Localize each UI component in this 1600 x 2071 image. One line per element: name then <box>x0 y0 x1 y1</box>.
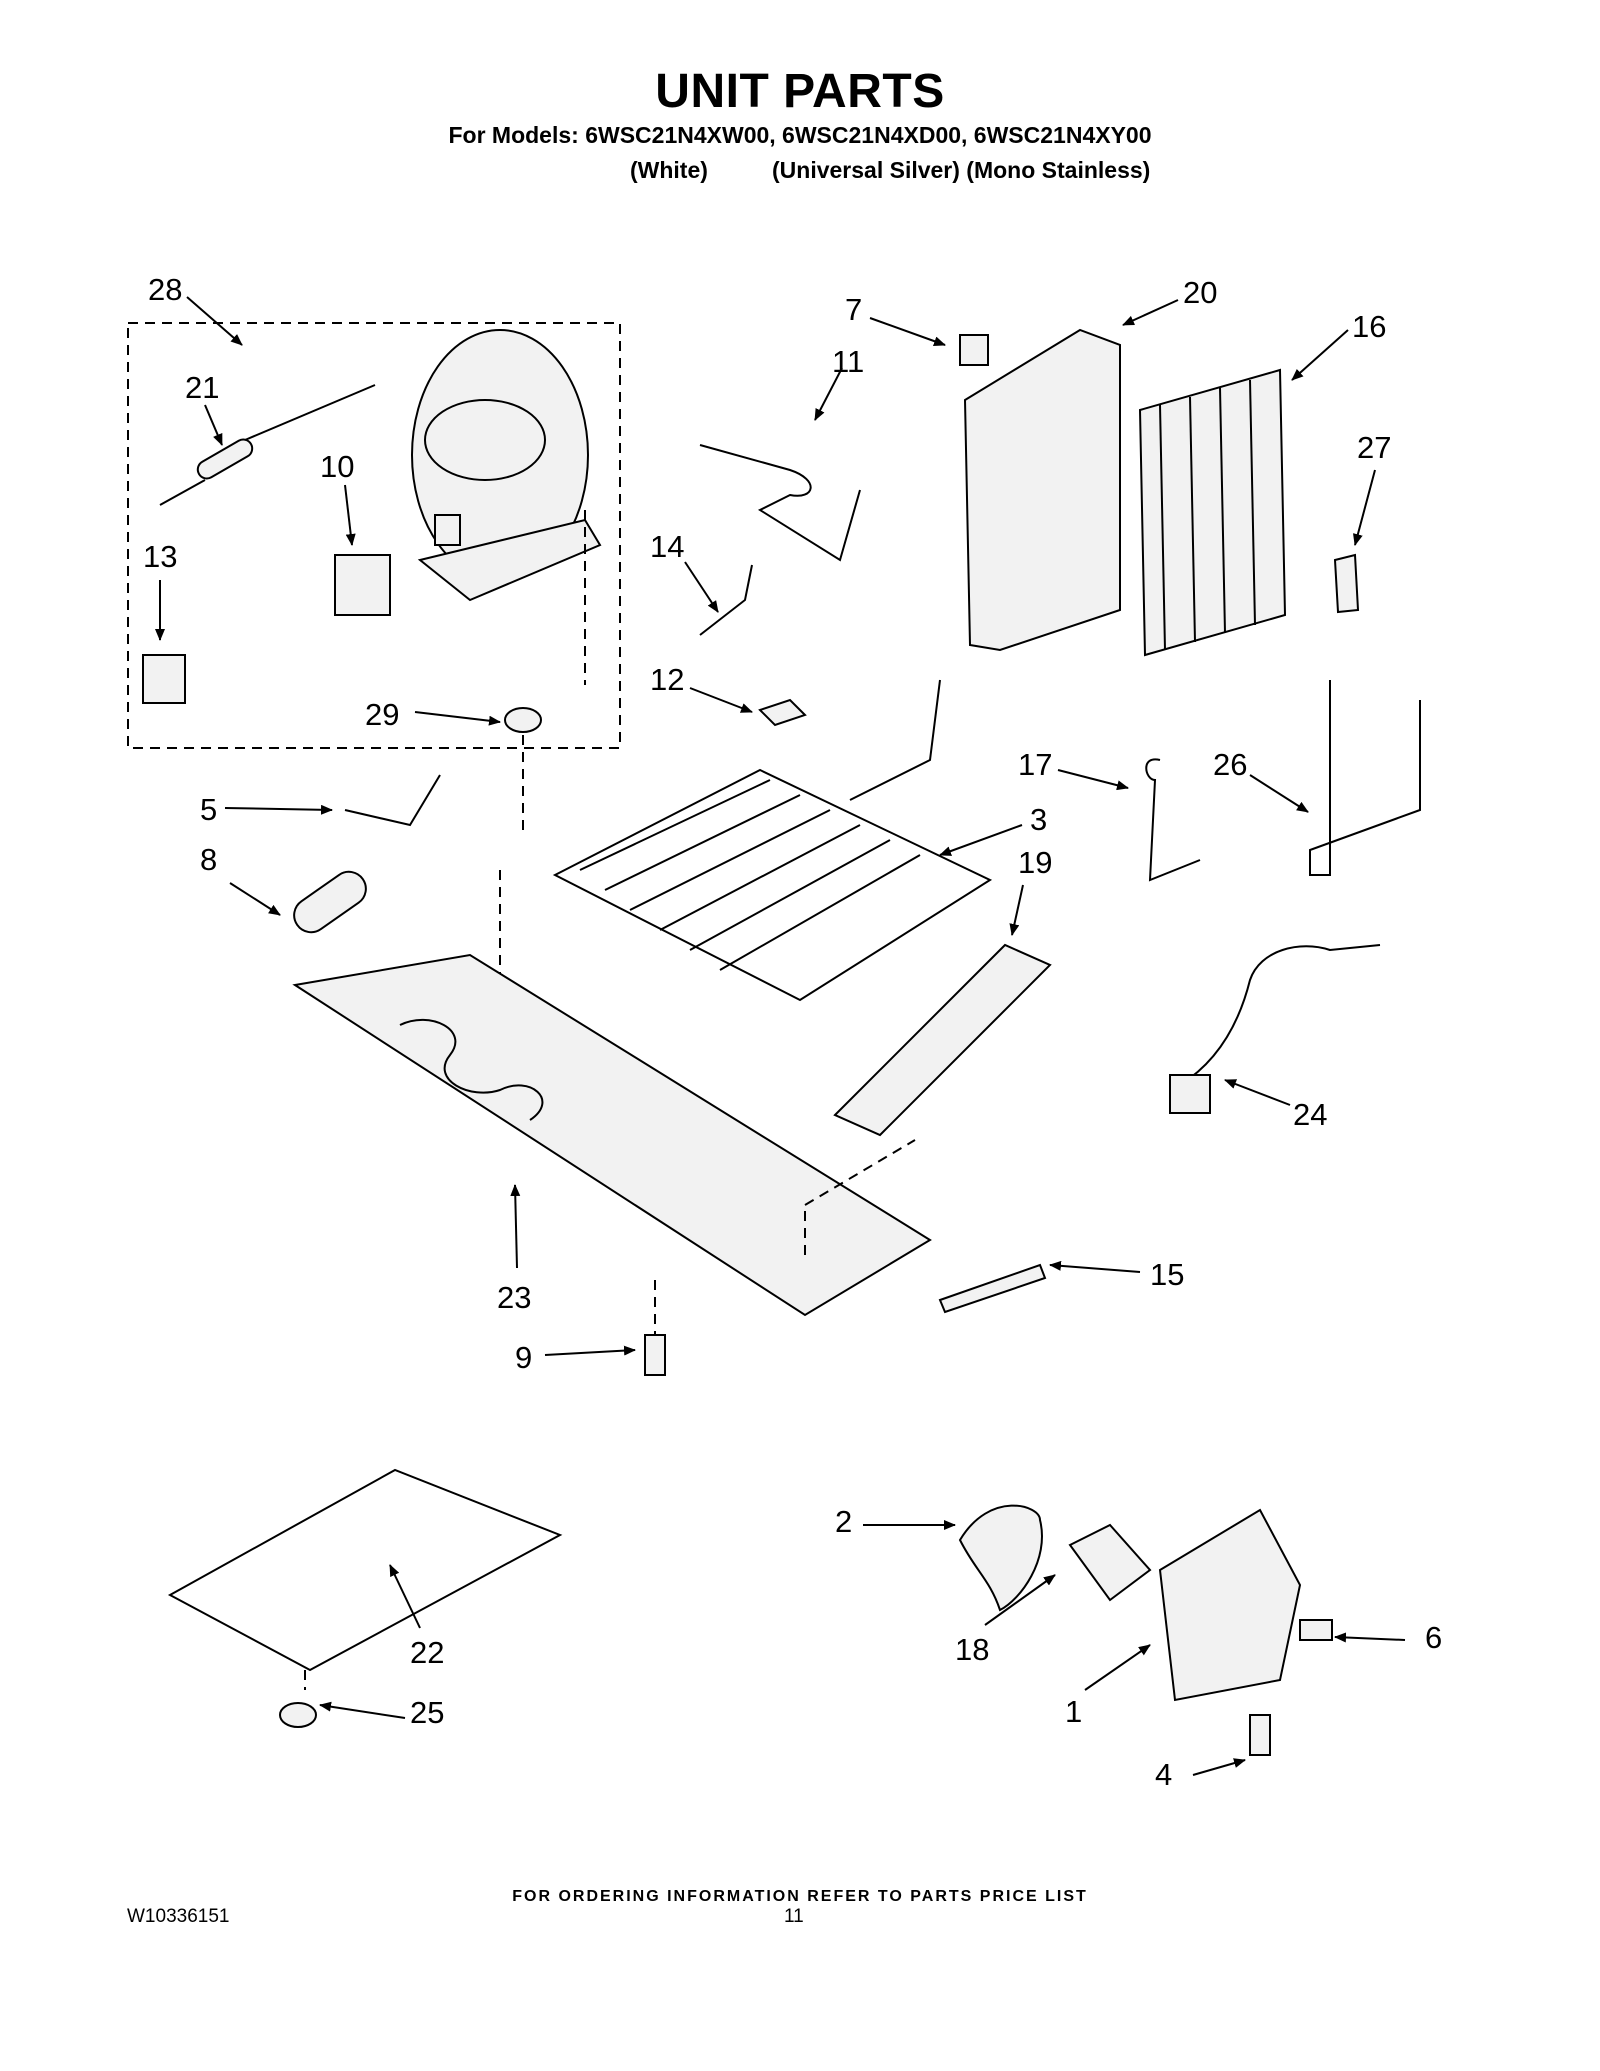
leader-28 <box>186 296 243 346</box>
callout-7: 7 <box>845 292 862 327</box>
leader-16 <box>1291 329 1349 381</box>
callout-25: 25 <box>410 1695 444 1730</box>
color-label-silver-stainless: (Universal Silver) (Mono Stainless) <box>772 157 1151 183</box>
leader-23 <box>510 1184 521 1269</box>
callout-2: 2 <box>835 1504 852 1539</box>
fan-shroud-illustration <box>1158 1508 1302 1702</box>
wire-5-illustration <box>344 774 441 827</box>
callout-29: 29 <box>365 697 399 732</box>
clip-27-illustration <box>1333 553 1360 614</box>
document-number: W10336151 <box>127 1906 230 1927</box>
callout-17: 17 <box>1018 747 1052 782</box>
callout-8: 8 <box>200 842 217 877</box>
callout-20: 20 <box>1183 275 1217 310</box>
callout-16: 16 <box>1352 309 1386 344</box>
base-plate-illustration <box>292 953 932 1317</box>
leader-15 <box>1049 1260 1141 1273</box>
callout-3: 3 <box>1030 802 1047 837</box>
callout-11: 11 <box>832 344 864 379</box>
screw-6-illustration <box>1299 1619 1333 1641</box>
color-label-white: (White) <box>630 157 708 183</box>
callout-28: 28 <box>148 272 182 307</box>
evaporator-illustration <box>1138 368 1287 657</box>
drain-pan-illustration <box>833 943 1052 1137</box>
callout-9: 9 <box>515 1340 532 1375</box>
models-line: For Models: 6WSC21N4XW00, 6WSC21N4XD00, … <box>448 122 1152 148</box>
evaporator-cover-illustration <box>963 328 1121 652</box>
callout-27: 27 <box>1357 430 1391 465</box>
start-device-illustration <box>334 554 391 616</box>
filter-drier-illustration <box>159 384 376 506</box>
leader-27 <box>1353 469 1376 546</box>
leader-29 <box>414 711 501 726</box>
clip-12-illustration <box>758 698 807 727</box>
leader-10 <box>344 484 356 546</box>
overload-illustration <box>142 654 186 704</box>
screw-9-illustration <box>644 1334 666 1376</box>
leader-21 <box>204 404 223 446</box>
leader-5 <box>224 804 333 815</box>
leader-9 <box>544 1345 636 1356</box>
tube-14-illustration <box>699 564 753 636</box>
callout-21: 21 <box>185 370 219 405</box>
callout-24: 24 <box>1293 1097 1327 1132</box>
leader-4 <box>1192 1758 1246 1776</box>
leader-26 <box>1249 774 1309 813</box>
callout-6: 6 <box>1425 1620 1442 1655</box>
callout-1: 1 <box>1065 1694 1082 1729</box>
leader-25 <box>319 1701 406 1719</box>
leader-3 <box>939 824 1023 856</box>
compressor-kit-boundary <box>127 322 621 749</box>
leader-1 <box>1084 1644 1151 1691</box>
compressor-illustration <box>411 329 602 602</box>
callout-13: 13 <box>143 539 177 574</box>
fan-motor-illustration <box>1068 1523 1152 1602</box>
callout-26: 26 <box>1213 747 1247 782</box>
leader-8 <box>229 882 281 916</box>
ordering-note: FOR ORDERING INFORMATION REFER TO PARTS … <box>512 1888 1088 1905</box>
cable-tie-illustration <box>938 1263 1047 1314</box>
grommet-illustration <box>504 707 542 733</box>
leader-24 <box>1224 1079 1291 1106</box>
hanger-17-illustration <box>1145 758 1201 882</box>
screw-4-illustration <box>1249 1714 1271 1756</box>
callout-19: 19 <box>1018 845 1052 880</box>
tube-11-illustration <box>699 444 861 562</box>
leader-17 <box>1057 769 1129 791</box>
callout-10: 10 <box>320 449 354 484</box>
plug-illustration <box>1169 1074 1211 1114</box>
callout-22: 22 <box>410 1635 444 1670</box>
leader-12 <box>689 687 753 713</box>
condenser-illustration <box>552 679 993 1002</box>
leader-19 <box>1009 884 1024 936</box>
callout-15: 15 <box>1150 1257 1184 1292</box>
clip-7-illustration <box>959 334 989 366</box>
page-title: UNIT PARTS <box>655 65 945 118</box>
leader-20 <box>1122 299 1179 326</box>
callout-14: 14 <box>650 529 684 564</box>
page-number: 11 <box>784 1906 804 1927</box>
insulation-tube-illustration <box>293 870 367 934</box>
leader-14 <box>684 561 719 613</box>
leader-18 <box>984 1574 1056 1626</box>
leader-11 <box>814 367 843 421</box>
callout-12: 12 <box>650 662 684 697</box>
leader-22 <box>389 1564 421 1629</box>
leader-7 <box>869 317 946 346</box>
callout-18: 18 <box>955 1632 989 1667</box>
leader-6 <box>1334 1632 1406 1643</box>
power-cord-illustration <box>1179 944 1381 1086</box>
callout-23: 23 <box>497 1280 531 1315</box>
fastener-25-illustration <box>279 1702 317 1728</box>
insulation-sheet-illustration <box>167 1468 563 1672</box>
callout-5: 5 <box>200 792 217 827</box>
fan-blade-illustration <box>958 1504 1043 1612</box>
capillary-26-illustration <box>1309 680 1421 876</box>
callout-4: 4 <box>1155 1757 1172 1792</box>
